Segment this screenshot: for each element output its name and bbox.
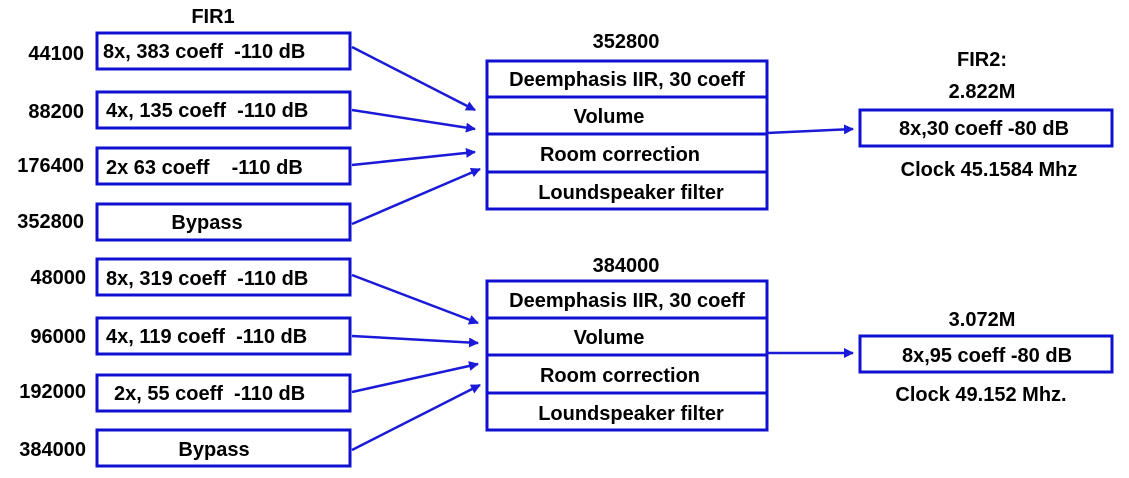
input-rate-label: 176400 [17, 155, 84, 177]
arrow [351, 167, 481, 226]
input-rate-label: 44100 [28, 43, 84, 65]
fir1-bypass-box [95, 428, 352, 468]
arrow [351, 273, 479, 325]
dsp-block-label: Room correction [540, 365, 700, 387]
dsp-block-label: Deemphasis IIR, 30 coeff [509, 69, 745, 91]
input-rate-label: 96000 [30, 326, 86, 348]
arrow [351, 108, 476, 133]
arrow [351, 45, 476, 112]
fir2-filter-label: 8x,95 coeff -80 dB [902, 345, 1072, 367]
fir1-bypass-label: Bypass [178, 439, 249, 461]
fir1-bypass-label: Bypass [171, 212, 242, 234]
dsp-block-label: Room correction [540, 144, 700, 166]
dsp-block-label: Loundspeaker filter [538, 403, 724, 425]
input-rate-label: 192000 [19, 381, 86, 403]
fir1-filter-box [95, 316, 352, 356]
input-rate-label: 48000 [30, 267, 86, 289]
fir1-filter-label: 4x, 119 coeff -110 dB [106, 326, 307, 348]
clock-label: Clock 49.152 Mhz. [895, 384, 1066, 406]
fir2-filter-label: 8x,30 coeff -80 dB [899, 118, 1069, 140]
input-rate-label: 352800 [17, 211, 84, 233]
fir1-filter-box [95, 31, 352, 71]
dsp-rate-label: 352800 [593, 31, 660, 53]
arrow [351, 361, 479, 394]
dsp-block [485, 279, 769, 320]
fir1-filter-label: 2x 63 coeff -110 dB [106, 157, 303, 179]
arrow [766, 124, 854, 135]
fir1-filter-box [95, 257, 352, 297]
fir1-filter-box [95, 146, 352, 186]
dsp-block [485, 170, 769, 211]
dsp-block-label: Deemphasis IIR, 30 coeff [509, 290, 745, 312]
fir1-filter-label: 8x, 383 coeff -110 dB [103, 41, 305, 63]
arrow [351, 334, 479, 348]
dsp-block [485, 353, 769, 395]
arrow [351, 147, 476, 167]
fir2-filter-box [858, 108, 1114, 148]
arrow [351, 383, 481, 452]
fir2-title: FIR2: [957, 49, 1007, 71]
dsp-block [485, 95, 769, 136]
clock-label: Clock 45.1584 Mhz [901, 159, 1078, 181]
fir1-filter-label: 8x, 319 coeff -110 dB [106, 268, 308, 290]
fir1-filter-label: 2x, 55 coeff -110 dB [114, 383, 305, 405]
fir1-filter-box [95, 373, 352, 413]
dsp-block-label: Loundspeaker filter [538, 182, 724, 204]
dsp-block [485, 391, 769, 432]
fir2-filter-box [858, 334, 1114, 374]
dsp-block-label: Volume [574, 327, 645, 349]
fir2-rate-label: 3.072M [949, 309, 1016, 331]
fir1-bypass-box [95, 202, 352, 242]
input-rate-label: 384000 [19, 439, 86, 461]
fir1-title: FIR1 [191, 6, 234, 28]
input-rate-label: 88200 [28, 101, 84, 123]
fir2-rate-label: 2.822M [949, 81, 1016, 103]
fir1-filter-label: 4x, 135 coeff -110 dB [106, 100, 308, 122]
fir1-filter-box [95, 90, 352, 130]
dsp-block-label: Volume [574, 106, 645, 128]
dsp-rate-label: 384000 [593, 255, 660, 277]
